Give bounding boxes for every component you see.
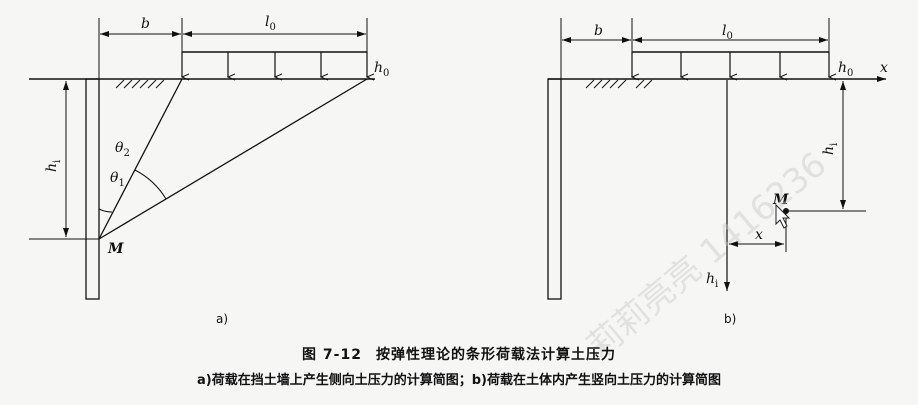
panel-label-b: b)	[724, 312, 736, 326]
label-hi-axis-b: hi	[706, 271, 718, 290]
diagram-a-labels: b l0 h0 hi θ2 θ1 M a)	[44, 14, 389, 326]
mouse-cursor-icon	[775, 203, 791, 229]
soil-hatch	[115, 79, 165, 89]
figure-caption-subtitle: a)荷载在挡土墙上产生侧向土压力的计算简图；b)荷载在土体内产生竖向土压力的计算…	[197, 373, 721, 388]
label-M-a: M	[107, 241, 124, 257]
ray-to-load-start	[98, 78, 183, 240]
label-M-b: M	[772, 192, 789, 208]
label-b-b: b	[594, 23, 603, 39]
angle-arc-theta1	[98, 208, 113, 213]
ray-to-load-end	[98, 78, 368, 240]
label-theta2: θ2	[115, 140, 130, 159]
watermark-text: 莉莉亮亮 1416236	[580, 145, 834, 367]
figure-number: 图 7-12	[302, 347, 362, 363]
label-h0-b: h0	[838, 60, 853, 79]
figure-title: 按弹性理论的条形荷载法计算土压力	[375, 347, 616, 363]
label-x-axis: x	[880, 60, 888, 76]
label-hi-dim-b: hi	[821, 143, 840, 155]
panel-label-a: a)	[216, 312, 228, 326]
label-l0-b: l0	[722, 23, 733, 42]
diagram-b-labels: b l0 h0 x hi M x hi b)	[594, 23, 888, 326]
label-b-a: b	[141, 16, 150, 32]
label-h0-a: h0	[374, 60, 389, 79]
angle-arc-theta2	[134, 169, 167, 200]
label-l0-a: l0	[265, 14, 276, 33]
label-hi-a: hi	[44, 160, 63, 172]
retaining-wall-b	[547, 78, 562, 300]
figure-caption-title: 图 7-12 按弹性理论的条形荷载法计算土压力	[0, 344, 918, 364]
retaining-wall	[85, 78, 100, 300]
point-M-b	[783, 208, 789, 214]
diagram-a	[29, 18, 375, 300]
label-x-offset: x	[755, 227, 763, 243]
label-theta1: θ1	[110, 170, 125, 189]
soil-hatch-b	[585, 79, 653, 89]
diagram-b	[547, 18, 886, 300]
